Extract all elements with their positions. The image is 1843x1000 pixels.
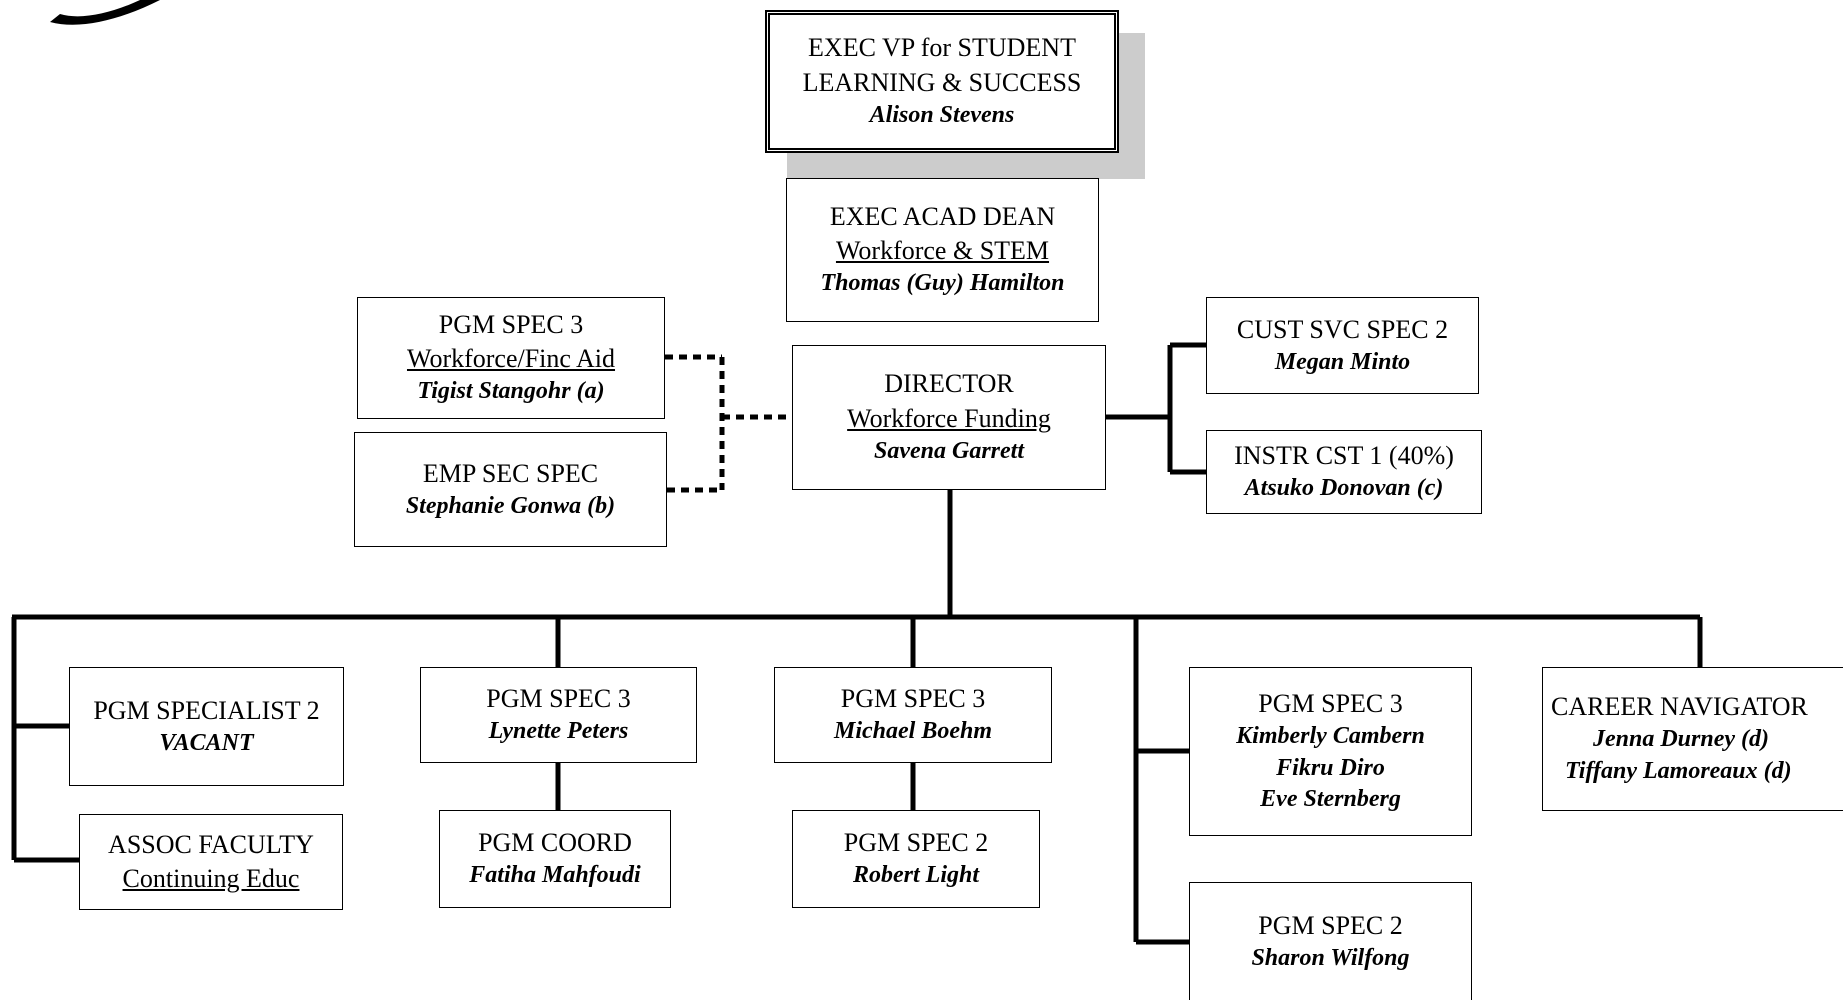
pgm-specialist2-name: VACANT	[159, 729, 254, 756]
pgm-spec3-finaid-name: Tigist Stangohr (a)	[417, 378, 605, 405]
career-navigator-name-2: Tiffany Lamoreaux (d)	[1565, 758, 1792, 785]
pgm-spec3-peters-name: Lynette Peters	[488, 718, 629, 745]
pgm-spec3-boehm-box: PGM SPEC 3 Michael Boehm	[774, 667, 1052, 763]
director-name: Savena Garrett	[874, 437, 1024, 464]
career-navigator-name-1: Jenna Durney (d)	[1593, 726, 1770, 753]
exec-dean-unit: Workforce & STEM	[835, 236, 1050, 266]
pgm-spec3-group-box: PGM SPEC 3 Kimberly Cambern Fikru Diro E…	[1189, 667, 1472, 836]
pgm-spec3-peters-title: PGM SPEC 3	[486, 684, 631, 713]
exec-vp-title-line1: EXEC VP for STUDENT	[808, 33, 1076, 63]
pgm-spec2-light-box: PGM SPEC 2 Robert Light	[792, 810, 1040, 908]
pgm-specialist2-box: PGM SPECIALIST 2 VACANT	[69, 667, 344, 786]
career-navigator-box: CAREER NAVIGATOR Jenna Durney (d) Tiffan…	[1542, 667, 1843, 811]
assoc-faculty-unit: Continuing Educ	[122, 864, 300, 893]
emp-sec-spec-box: EMP SEC SPEC Stephanie Gonwa (b)	[354, 432, 667, 547]
pgm-coord-box: PGM COORD Fatiha Mahfoudi	[439, 810, 671, 908]
exec-dean-name: Thomas (Guy) Hamilton	[820, 270, 1065, 297]
pgm-spec2-light-title: PGM SPEC 2	[843, 828, 989, 857]
pgm-spec3-finaid-unit: Workforce/Finc Aid	[406, 344, 616, 374]
pgm-spec3-finaid-box: PGM SPEC 3 Workforce/Finc Aid Tigist Sta…	[357, 297, 665, 419]
assoc-faculty-title: ASSOC FACULTY	[108, 829, 314, 859]
director-box: DIRECTOR Workforce Funding Savena Garret…	[792, 345, 1106, 490]
pgm-spec3-boehm-name: Michael Boehm	[833, 718, 992, 745]
pgm-spec3-finaid-title: PGM SPEC 3	[438, 309, 584, 339]
pgm-spec3-group-name-1: Kimberly Cambern	[1236, 723, 1425, 750]
director-unit: Workforce Funding	[847, 403, 1051, 433]
career-navigator-title: CAREER NAVIGATOR	[1551, 692, 1808, 722]
pgm-coord-title: PGM COORD	[478, 828, 632, 857]
assoc-faculty-box: ASSOC FACULTY Continuing Educ	[79, 814, 343, 910]
exec-vp-box: EXEC VP for STUDENT LEARNING & SUCCESS A…	[765, 10, 1119, 153]
pgm-spec2-wilfong-box: PGM SPEC 2 Sharon Wilfong	[1189, 882, 1472, 1000]
pgm-spec3-peters-box: PGM SPEC 3 Lynette Peters	[420, 667, 697, 763]
logo-swoosh	[50, 0, 160, 25]
pgm-spec3-boehm-title: PGM SPEC 3	[840, 684, 986, 713]
director-title: DIRECTOR	[884, 369, 1014, 399]
instr-cst1-box: INSTR CST 1 (40%) Atsuko Donovan (c)	[1206, 430, 1482, 514]
instr-cst1-name: Atsuko Donovan (c)	[1244, 475, 1444, 502]
cust-svc-spec2-name: Megan Minto	[1274, 348, 1411, 375]
pgm-spec3-group-name-2: Fikru Diro	[1276, 754, 1385, 781]
instr-cst1-title: INSTR CST 1 (40%)	[1234, 441, 1454, 470]
pgm-coord-name: Fatiha Mahfoudi	[469, 862, 641, 889]
exec-vp-name: Alison Stevens	[869, 101, 1015, 128]
exec-dean-title: EXEC ACAD DEAN	[829, 201, 1056, 231]
emp-sec-spec-title: EMP SEC SPEC	[422, 458, 599, 488]
pgm-spec3-group-title: PGM SPEC 3	[1258, 688, 1403, 718]
pgm-spec2-light-name: Robert Light	[852, 862, 979, 889]
emp-sec-spec-name: Stephanie Gonwa (b)	[405, 492, 616, 519]
pgm-spec3-group-name-3: Eve Sternberg	[1260, 786, 1401, 813]
pgm-spec2-wilfong-name: Sharon Wilfong	[1251, 944, 1410, 971]
cust-svc-spec2-box: CUST SVC SPEC 2 Megan Minto	[1206, 297, 1479, 394]
exec-vp-title-line2: LEARNING & SUCCESS	[802, 67, 1082, 97]
pgm-spec2-wilfong-title: PGM SPEC 2	[1258, 910, 1403, 940]
exec-dean-box: EXEC ACAD DEAN Workforce & STEM Thomas (…	[786, 178, 1099, 322]
cust-svc-spec2-title: CUST SVC SPEC 2	[1236, 314, 1449, 344]
pgm-specialist2-title: PGM SPECIALIST 2	[93, 695, 320, 725]
